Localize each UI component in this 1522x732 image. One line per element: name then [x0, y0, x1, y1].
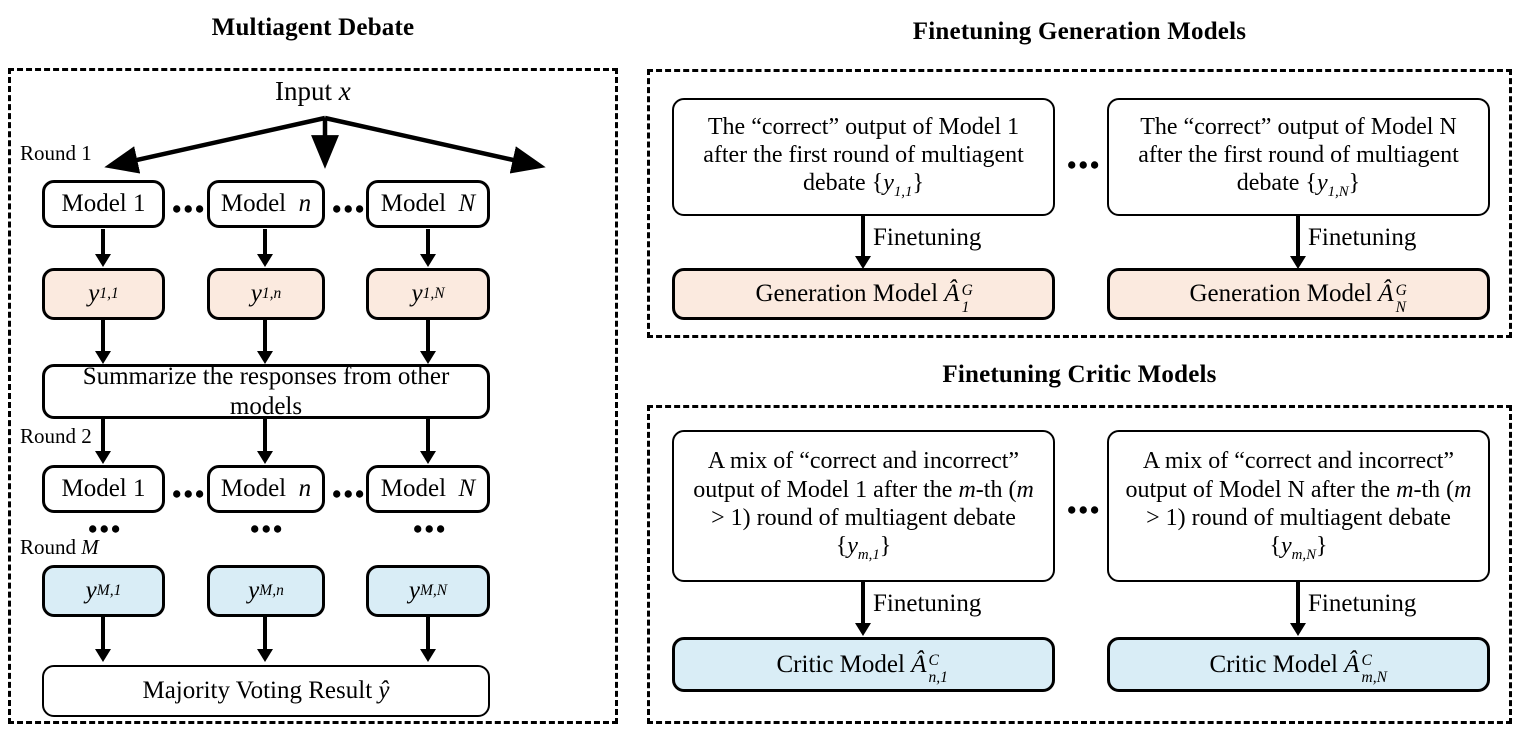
finetuning-critic-title: Finetuning Critic Models [942, 361, 1217, 388]
generation-source-box-2[interactable]: The “correct” output of Model N after th… [1107, 98, 1490, 216]
ellipsis-generation-between: ••• [1067, 150, 1102, 180]
input-fanout-arrows [104, 115, 546, 174]
ellipsis-vertical-col3: ••• [413, 514, 448, 544]
model-box-round2-2[interactable]: Model n [207, 465, 325, 513]
generation-finetuning-label-1: Finetuning [873, 224, 982, 251]
input-label: Input x [275, 76, 351, 106]
multiagent-debate-title: Multiagent Debate [211, 14, 415, 41]
finetuning-generation-title: Finetuning Generation Models [912, 18, 1247, 45]
model-box-round1-1[interactable]: Model 1 [42, 180, 165, 228]
critic-finetuning-label-2: Finetuning [1308, 590, 1417, 617]
generation-finetuning-label-2: Finetuning [1308, 224, 1417, 251]
model-box-round2-3[interactable]: Model N [366, 465, 490, 513]
summarize-box[interactable]: Summarize the responses from other model… [42, 363, 490, 420]
model-box-round1-3[interactable]: Model N [366, 180, 490, 228]
round-m-label: Round M [20, 535, 99, 559]
critic-finetuning-label-1: Finetuning [873, 590, 982, 617]
ellipsis-round1-a: ••• [172, 194, 207, 224]
majority-voting-box[interactable]: Majority Voting Result ŷ [42, 665, 490, 717]
round-2-label: Round 2 [20, 424, 92, 448]
critic-source-box-2[interactable]: A mix of “correct and incorrect” output … [1107, 430, 1490, 582]
ellipsis-critic-between: ••• [1067, 495, 1102, 525]
ellipsis-vertical-col1: ••• [88, 514, 123, 544]
ellipsis-round1-b: ••• [332, 194, 367, 224]
model-box-round2-1[interactable]: Model 1 [42, 465, 165, 513]
round-1-label: Round 1 [20, 141, 92, 165]
critic-source-box-1[interactable]: A mix of “correct and incorrect” output … [672, 430, 1055, 582]
ellipsis-vertical-col2: ••• [250, 514, 285, 544]
ellipsis-round2-a: ••• [172, 479, 207, 509]
generation-source-box-1[interactable]: The “correct” output of Model 1 after th… [672, 98, 1055, 216]
model-box-round1-2[interactable]: Model n [207, 180, 325, 228]
ellipsis-round2-b: ••• [332, 479, 367, 509]
